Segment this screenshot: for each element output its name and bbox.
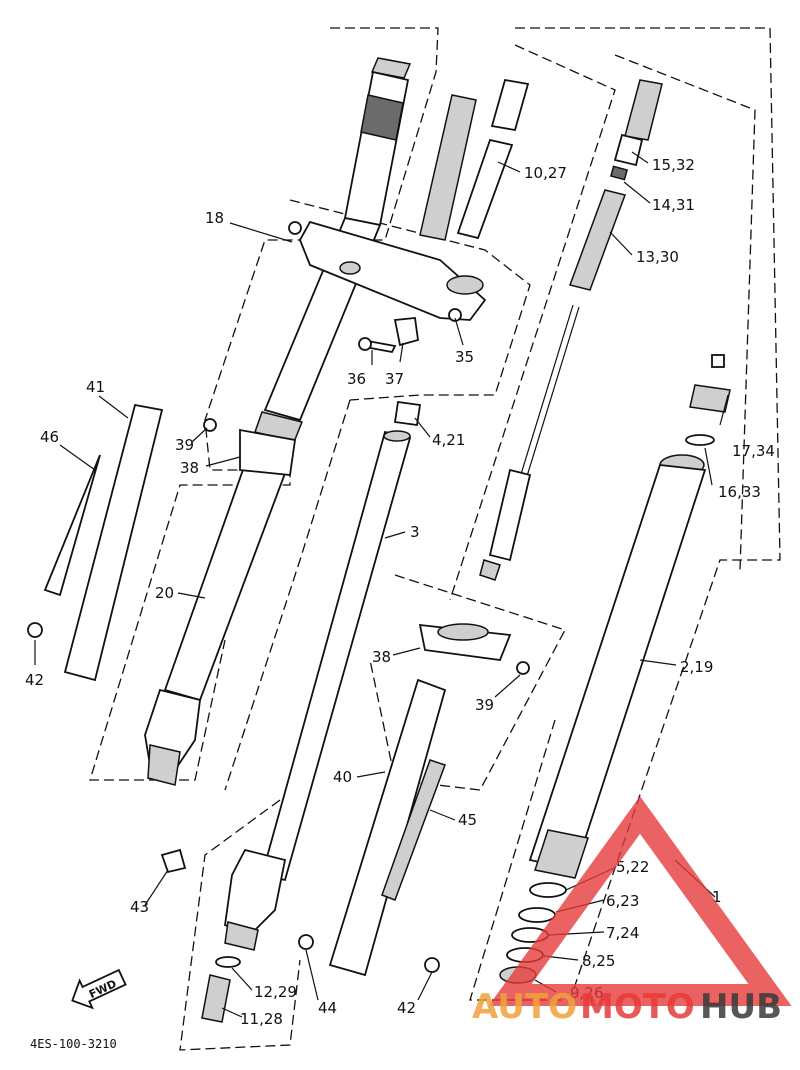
- callout-12-29: 12,29: [254, 983, 297, 1001]
- callout-15-32: 15,32: [652, 156, 695, 174]
- watermark-auto: AUTO: [472, 987, 577, 1027]
- callout-7-24: 7,24: [606, 924, 639, 942]
- callout-11-28: 11,28: [240, 1010, 283, 1028]
- callout-40: 40: [333, 768, 352, 786]
- callout-43: 43: [130, 898, 149, 916]
- callout-45: 45: [458, 811, 477, 829]
- callout-35: 35: [455, 348, 474, 366]
- callout-17-34: 17,34: [732, 442, 775, 460]
- fork-guard-left: [27, 403, 164, 682]
- small-bolts: [358, 317, 419, 354]
- callout-14-31: 14,31: [652, 196, 695, 214]
- callout-10-27: 10,27: [524, 164, 567, 182]
- callout-37: 37: [385, 370, 404, 388]
- callout-41: 41: [86, 378, 105, 396]
- damper-assembly: [479, 79, 663, 581]
- callout-38-lower: 38: [372, 648, 391, 666]
- lower-clamp-left: [203, 418, 297, 476]
- callout-8-25: 8,25: [582, 952, 615, 970]
- assembly-boundaries: [89, 27, 781, 1051]
- left-fork-leg: [144, 57, 412, 786]
- callout-42-right: 42: [397, 999, 416, 1017]
- callout-5-22: 5,22: [616, 858, 649, 876]
- cap-bolt: [685, 354, 731, 446]
- callout-44: 44: [318, 999, 337, 1017]
- callout-labels: 18 10,27 15,32 14,31 13,30 35 36 37 41 4…: [25, 156, 775, 1028]
- callout-39-lower: 39: [475, 696, 494, 714]
- lower-clamp-right: [418, 623, 530, 675]
- right-outer-tube: [528, 454, 707, 879]
- callout-1: 1: [712, 888, 722, 906]
- callout-2-19: 2,19: [680, 658, 713, 676]
- fork-guard-right: [328, 678, 447, 977]
- watermark-moto: MOTO: [580, 987, 695, 1027]
- inner-tube-3: [224, 400, 422, 951]
- callout-3: 3: [410, 523, 420, 541]
- inner-pipes: [419, 78, 530, 241]
- drawing-code: 4ES-100-3210: [30, 1037, 117, 1051]
- callout-20: 20: [155, 584, 174, 602]
- callout-13-30: 13,30: [636, 248, 679, 266]
- bottom-parts: [160, 848, 440, 1023]
- callout-39-upper: 39: [175, 436, 194, 454]
- watermark-triangle-icon: [488, 796, 792, 1006]
- watermark-hub: HUB: [700, 987, 782, 1027]
- watermark: AUTO MOTO HUB: [472, 796, 792, 1027]
- callout-38-upper: 38: [180, 459, 199, 477]
- callout-4-21: 4,21: [432, 431, 465, 449]
- forward-arrow: FWD: [71, 968, 127, 1010]
- callout-16-33: 16,33: [718, 483, 761, 501]
- callout-18: 18: [205, 209, 224, 227]
- callout-36: 36: [347, 370, 366, 388]
- callout-46: 46: [40, 428, 59, 446]
- callout-42-left: 42: [25, 671, 44, 689]
- callout-6-23: 6,23: [606, 892, 639, 910]
- upper-triple-clamp: [288, 220, 487, 322]
